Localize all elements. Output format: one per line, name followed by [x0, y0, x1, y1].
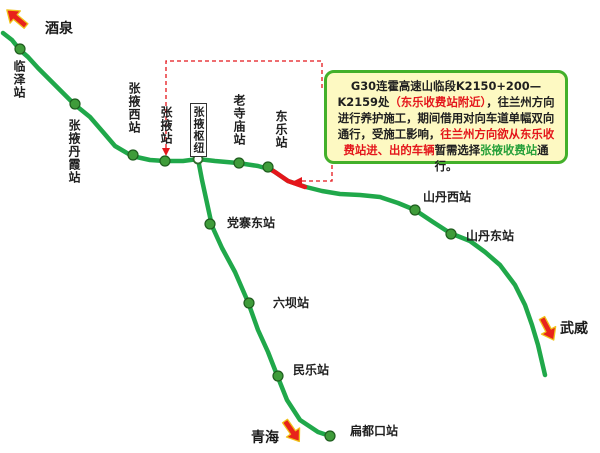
station-label-liuba: 六坝站 — [273, 296, 310, 310]
destination-jiuquan: 酒泉 — [45, 21, 73, 37]
direction-arrow-icon — [538, 315, 557, 341]
station-label-shandan-west: 山丹西站 — [423, 190, 472, 204]
direction-arrows — [6, 9, 557, 443]
station-label-zhangye: 张掖站 — [159, 106, 173, 145]
station-dot-icon — [127, 149, 139, 161]
station-dot-icon — [159, 155, 171, 167]
direction-arrow-icon — [6, 9, 29, 29]
dash-arrow-head-icon — [162, 148, 170, 156]
station-label-dangzhai-east: 党寨东站 — [227, 216, 276, 230]
station-dot-icon — [409, 204, 421, 216]
construction-section — [265, 165, 308, 190]
station-dots — [14, 43, 457, 442]
station-label-dongle: 东乐站 — [274, 110, 288, 149]
notice-text-7: 通行。 — [434, 143, 549, 173]
construction-notice: G30连霍高速山临段K2150+200—K2159处（东乐收费站附近），往兰州方… — [324, 70, 568, 173]
notice-text-6: 张掖收费站 — [480, 143, 538, 157]
qinghai-branch-road — [195, 156, 333, 439]
notice-text-3: ，往兰州方向进行养护施工，期间借用对向车道单幅双向通行，受施工影响， — [337, 95, 555, 141]
station-dot-icon — [243, 297, 255, 309]
station-dot-icon — [324, 430, 336, 442]
direction-arrow-icon — [281, 418, 301, 443]
station-dot-icon — [262, 161, 274, 173]
station-dot-icon — [445, 228, 457, 240]
dashed-callout-line — [165, 60, 323, 150]
dashed-callout-line-2 — [300, 165, 333, 182]
station-label-linze: 临泽站 — [12, 60, 26, 99]
station-dot-icon — [272, 370, 284, 382]
station-label-zhangye-west: 张掖西站 — [127, 82, 141, 134]
destination-wuwei: 武威 — [560, 321, 588, 337]
notice-text-2: （东乐收费站附近） — [389, 95, 487, 109]
notice-text-1: G30连霍高速山临段K2150+200—K2159处 — [337, 79, 542, 109]
station-dot-icon — [233, 157, 245, 169]
dash-arrow-head-icon — [294, 177, 302, 185]
destination-qinghai: 青海 — [251, 430, 279, 446]
station-label-zhangye-danxia: 张掖丹霞站 — [67, 119, 81, 184]
station-label-zhangye-hub: 张掖枢纽 — [190, 103, 207, 157]
station-label-minle: 民乐站 — [293, 363, 330, 377]
station-label-laosimiao: 老寺庙站 — [232, 94, 246, 146]
station-label-biandukou: 扁都口站 — [350, 424, 399, 438]
notice-text-4: 往兰州方向欲从东乐收费站进、出的车辆 — [343, 127, 555, 157]
station-label-shandan-east: 山丹东站 — [466, 229, 515, 243]
station-dot-icon — [204, 218, 216, 230]
notice-text-5: 暂需选择 — [434, 143, 481, 157]
station-dot-icon — [69, 98, 81, 110]
station-dot-icon — [14, 43, 26, 55]
